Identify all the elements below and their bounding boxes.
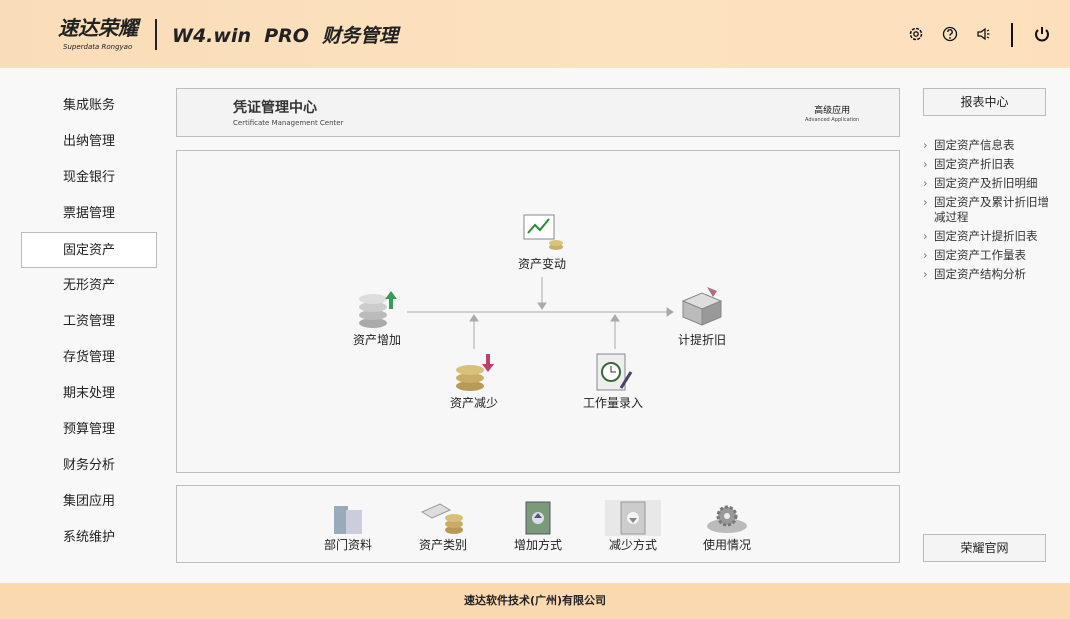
sidebar-nav: 集成账务 出纳管理 现金银行 票据管理 固定资产 无形资产 工资管理 存货管理 … xyxy=(21,88,157,556)
banner-subtitle: Certificate Management Center xyxy=(233,119,344,127)
increase-method-button[interactable]: 增加方式 xyxy=(503,500,573,553)
official-website-button[interactable]: 荣耀官网 xyxy=(923,534,1046,562)
coins-up-icon xyxy=(359,291,397,328)
sidebar-item-group[interactable]: 集团应用 xyxy=(62,494,115,509)
workflow-diagram: 资产变动 资产增加 资产减少 工作量录入 计提折旧 xyxy=(176,150,900,473)
header-divider xyxy=(1011,23,1013,47)
coins-down-icon xyxy=(456,354,494,391)
sidebar-item-system[interactable]: 系统维护 xyxy=(62,530,115,545)
department-data-label: 部门资料 xyxy=(323,538,372,552)
logo: 速达荣耀 xyxy=(58,16,138,40)
increase-method-label: 增加方式 xyxy=(513,538,562,552)
decrease-method-label: 减少方式 xyxy=(608,538,657,552)
report-link-depreciation[interactable]: 固定资产折旧表 xyxy=(923,157,1058,172)
speaker-icon[interactable] xyxy=(975,25,993,43)
depreciation-label: 计提折旧 xyxy=(677,333,726,347)
report-center-button[interactable]: 报表中心 xyxy=(923,88,1046,116)
sidebar-item-inventory[interactable]: 存货管理 xyxy=(62,350,115,365)
workload-entry-label: 工作量录入 xyxy=(582,396,643,410)
sidebar-item-budget[interactable]: 预算管理 xyxy=(62,422,115,437)
usage-status-button[interactable]: 使用情况 xyxy=(692,500,762,553)
report-link-asset-info[interactable]: 固定资产信息表 xyxy=(923,138,1058,153)
advanced-label: 高级应用 xyxy=(814,106,851,116)
coins-papers-icon xyxy=(420,503,463,534)
app-header: 速达荣耀 Superdata Rongyao W4.win PRO 财务管理 xyxy=(0,0,1070,68)
gear-disk-icon xyxy=(707,505,747,533)
department-data-button[interactable]: 部门资料 xyxy=(313,500,383,553)
asset-change-node[interactable]: 资产变动 xyxy=(502,211,582,272)
sidebar-item-cash-bank[interactable]: 现金银行 xyxy=(62,170,115,185)
sidebar-item-payroll[interactable]: 工资管理 xyxy=(62,314,115,329)
report-links: 固定资产信息表 固定资产折旧表 固定资产及折旧明细 固定资产及累计折旧增减过程 … xyxy=(923,135,1058,286)
report-link-asset-depreciation-detail[interactable]: 固定资产及折旧明细 xyxy=(923,176,1058,191)
logo-subtitle: Superdata Rongyao xyxy=(63,43,133,51)
book-down-icon xyxy=(605,500,661,536)
app-title: W4.win PRO 财务管理 xyxy=(172,25,399,47)
flow-arrows xyxy=(407,277,674,349)
report-link-accumulated-depreciation[interactable]: 固定资产及累计折旧增减过程 xyxy=(923,195,1058,225)
asset-increase-node[interactable]: 资产增加 xyxy=(337,289,417,348)
power-icon[interactable] xyxy=(1033,25,1051,43)
sidebar-item-financial-analysis[interactable]: 财务分析 xyxy=(62,458,115,473)
sidebar-item-integrated-accounting[interactable]: 集成账务 xyxy=(62,98,115,113)
advanced-application-link[interactable]: 高级应用 Advanced Application xyxy=(805,105,859,124)
help-icon[interactable] xyxy=(941,25,959,43)
asset-category-button[interactable]: 资产类别 xyxy=(408,500,478,553)
basic-data-bar: 部门资料 资产类别 增加方式 减少方式 使用情况 xyxy=(176,485,900,563)
decrease-method-button[interactable]: 减少方式 xyxy=(598,500,668,553)
book-up-icon xyxy=(525,501,551,535)
clock-document-icon xyxy=(596,353,633,391)
report-link-structure-analysis[interactable]: 固定资产结构分析 xyxy=(923,267,1058,282)
banner-title: 凭证管理中心 xyxy=(233,100,317,116)
sidebar-item-intangible-assets[interactable]: 无形资产 xyxy=(62,278,115,293)
footer-company: 速达软件技术(广州)有限公司 xyxy=(0,583,1070,619)
sidebar-item-period-end[interactable]: 期末处理 xyxy=(62,386,115,401)
asset-change-label: 资产变动 xyxy=(517,257,566,271)
banner: 凭证管理中心 Certificate Management Center 高级应… xyxy=(176,88,900,137)
asset-increase-label: 资产增加 xyxy=(352,333,401,347)
building-icon xyxy=(334,506,362,534)
sidebar-item-fixed-assets[interactable]: 固定资产 xyxy=(21,232,157,268)
gear-icon[interactable] xyxy=(907,25,925,43)
header-divider xyxy=(155,19,157,50)
advanced-label-en: Advanced Application xyxy=(805,117,860,123)
sidebar-item-cashier[interactable]: 出纳管理 xyxy=(62,134,115,149)
asset-decrease-node[interactable]: 资产减少 xyxy=(434,352,514,411)
sidebar-item-bills[interactable]: 票据管理 xyxy=(62,206,115,221)
depreciation-node[interactable]: 计提折旧 xyxy=(662,283,742,348)
usage-status-label: 使用情况 xyxy=(702,538,751,552)
asset-decrease-label: 资产减少 xyxy=(449,396,498,410)
presentation-chart-icon xyxy=(523,214,563,250)
asset-category-label: 资产类别 xyxy=(418,538,467,552)
report-link-workload[interactable]: 固定资产工作量表 xyxy=(923,248,1058,263)
report-link-depreciation-provision[interactable]: 固定资产计提折旧表 xyxy=(923,229,1058,244)
box-icon xyxy=(681,287,723,326)
workload-entry-node[interactable]: 工作量录入 xyxy=(573,352,653,411)
